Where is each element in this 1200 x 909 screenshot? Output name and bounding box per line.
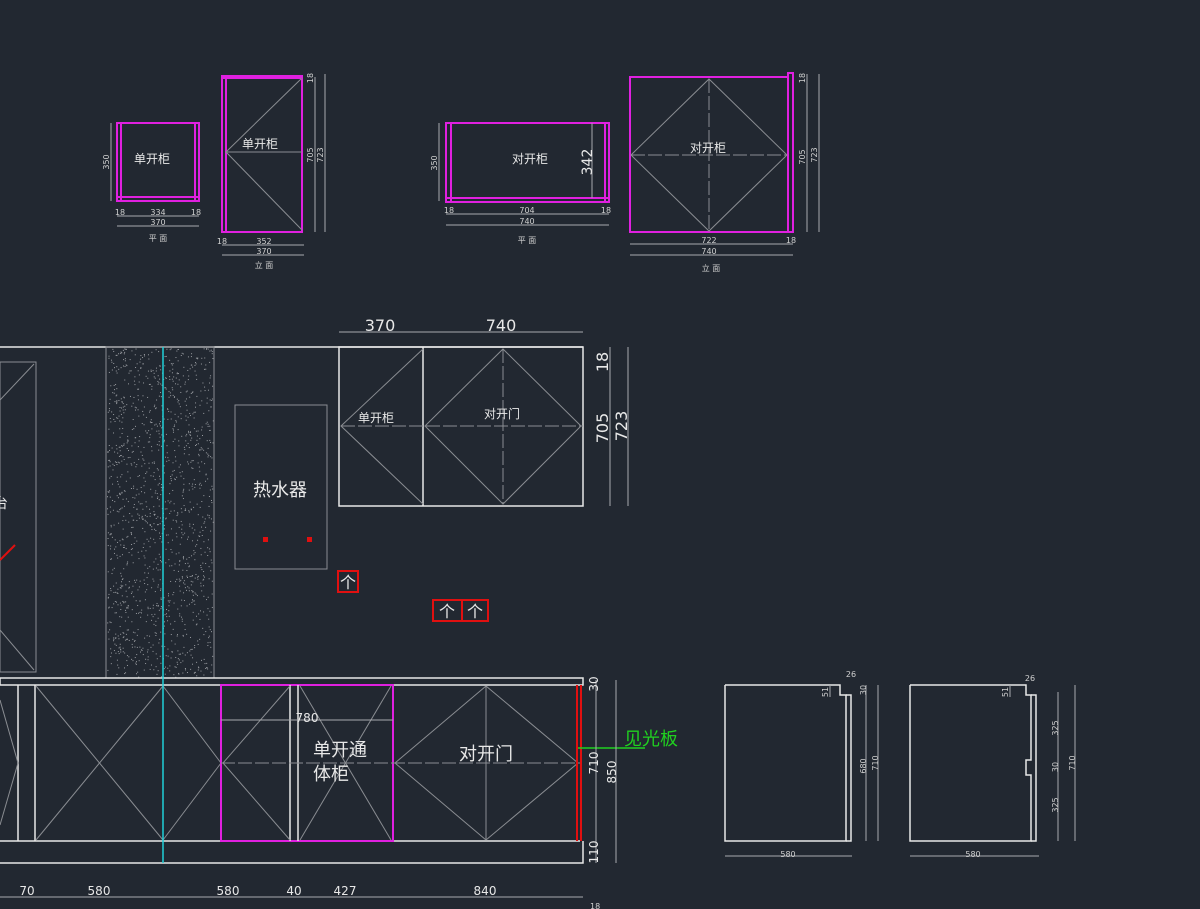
bottom-dim: 580 (88, 884, 111, 898)
double-cabinet-plan: 350 342 对开柜 18 704 18 740 平 面 (430, 122, 611, 245)
pipe-point (263, 537, 268, 542)
svg-text:710: 710 (871, 755, 880, 770)
svg-text:26: 26 (846, 670, 856, 679)
elev-caption: 立 面 (702, 263, 721, 273)
side-panel-note: 见光板 (624, 729, 678, 750)
double-cabinet-elevation: 对开柜 18 705 723 722 18 740 立 面 (629, 72, 820, 273)
dim-top: 30 (587, 676, 601, 691)
svg-text:个: 个 (439, 602, 455, 621)
speckle-column-fill (107, 348, 214, 678)
socket-symbol: 个 (432, 599, 463, 622)
dim-inner: 352 (256, 237, 271, 246)
dim-top: 18 (798, 73, 807, 83)
plan-caption: 平 面 (149, 234, 168, 243)
single-cabinet-plan: 350 单开柜 18 334 18 370 平 面 (102, 122, 201, 243)
socket-symbol: 个 (461, 599, 489, 622)
dim-side-left: 18 (444, 206, 454, 215)
pipe-point (307, 537, 312, 542)
dim-double: 740 (486, 316, 517, 335)
svg-text:51: 51 (821, 687, 830, 697)
tall-cabinet-label-2: 体柜 (313, 764, 349, 785)
svg-text:26: 26 (1025, 674, 1035, 683)
wall-elevation: 台 热水器 单开柜 对开门 370 740 18 705 723 个 个 (0, 316, 678, 909)
tall-cabinet-label-1: 单开通 (313, 740, 367, 761)
dim-door: 705 (306, 147, 315, 162)
dim-total: 740 (701, 247, 716, 256)
plan-label: 对开柜 (512, 152, 548, 166)
svg-text:710: 710 (1068, 755, 1077, 770)
dim-door: 705 (593, 413, 612, 444)
side-profile-2: 26 51 325 30 325 710 580 (909, 674, 1077, 859)
svg-text:680: 680 (859, 758, 868, 773)
single-cabinet-elevation: 单开柜 18 705 723 18 352 370 立 面 (217, 73, 326, 270)
dim-inner-depth: 342 (580, 149, 596, 176)
bottom-dim: 427 (334, 884, 357, 898)
dim-total: 723 (612, 411, 631, 442)
dim-total: 740 (519, 217, 534, 226)
dim-780: 780 (296, 711, 319, 725)
upper-single-label: 单开柜 (358, 411, 394, 425)
svg-text:325: 325 (1051, 720, 1060, 735)
svg-text:325: 325 (1051, 797, 1060, 812)
dim-side: 18 (786, 236, 796, 245)
bottom-dim: 40 (286, 884, 301, 898)
dim-depth: 350 (430, 155, 439, 170)
elev-label: 单开柜 (242, 137, 278, 151)
dim-total: 850 (605, 761, 619, 784)
dim-height: 723 (810, 147, 819, 162)
dim-side-left: 18 (115, 208, 125, 217)
dim-inner: 722 (701, 236, 716, 245)
dim-plinth: 110 (587, 841, 601, 864)
dim-inner: 704 (519, 206, 534, 215)
dim-side-right: 18 (601, 206, 611, 215)
dim-depth: 350 (102, 154, 111, 169)
upper-double-label: 对开门 (484, 406, 520, 421)
dim-inner: 334 (150, 208, 165, 217)
bottom-dim: 840 (474, 884, 497, 898)
svg-text:个: 个 (340, 573, 356, 592)
dim-door: 705 (798, 149, 807, 164)
water-heater-label: 热水器 (253, 480, 307, 501)
socket-symbol: 个 (337, 570, 359, 593)
side-profile-1: 26 51 30 680 710 580 (724, 670, 880, 859)
svg-text:30: 30 (1051, 762, 1060, 772)
elev-label: 对开柜 (690, 141, 726, 155)
svg-text:580: 580 (965, 850, 980, 859)
dim-side: 18 (217, 237, 227, 246)
dim-side-right: 18 (191, 208, 201, 217)
dim-height: 723 (316, 147, 325, 162)
plan-label: 单开柜 (134, 152, 170, 166)
bottom-dim: 70 (19, 884, 34, 898)
dim-body: 710 (587, 752, 601, 775)
dim-total: 370 (256, 247, 271, 256)
dim-single: 370 (365, 316, 396, 335)
lower-double-label: 对开门 (459, 744, 513, 765)
svg-text:个: 个 (467, 602, 483, 621)
svg-text:30: 30 (859, 685, 868, 695)
dim-top: 18 (593, 352, 612, 372)
dim-total: 370 (150, 218, 165, 227)
plan-caption: 平 面 (518, 236, 537, 245)
elev-caption: 立 面 (255, 260, 274, 270)
svg-text:51: 51 (1001, 687, 1010, 697)
corner-dim: 18 (590, 902, 600, 909)
partial-label: 台 (0, 496, 8, 512)
dim-top: 18 (306, 73, 315, 83)
bottom-dim: 580 (217, 884, 240, 898)
svg-text:580: 580 (780, 850, 795, 859)
